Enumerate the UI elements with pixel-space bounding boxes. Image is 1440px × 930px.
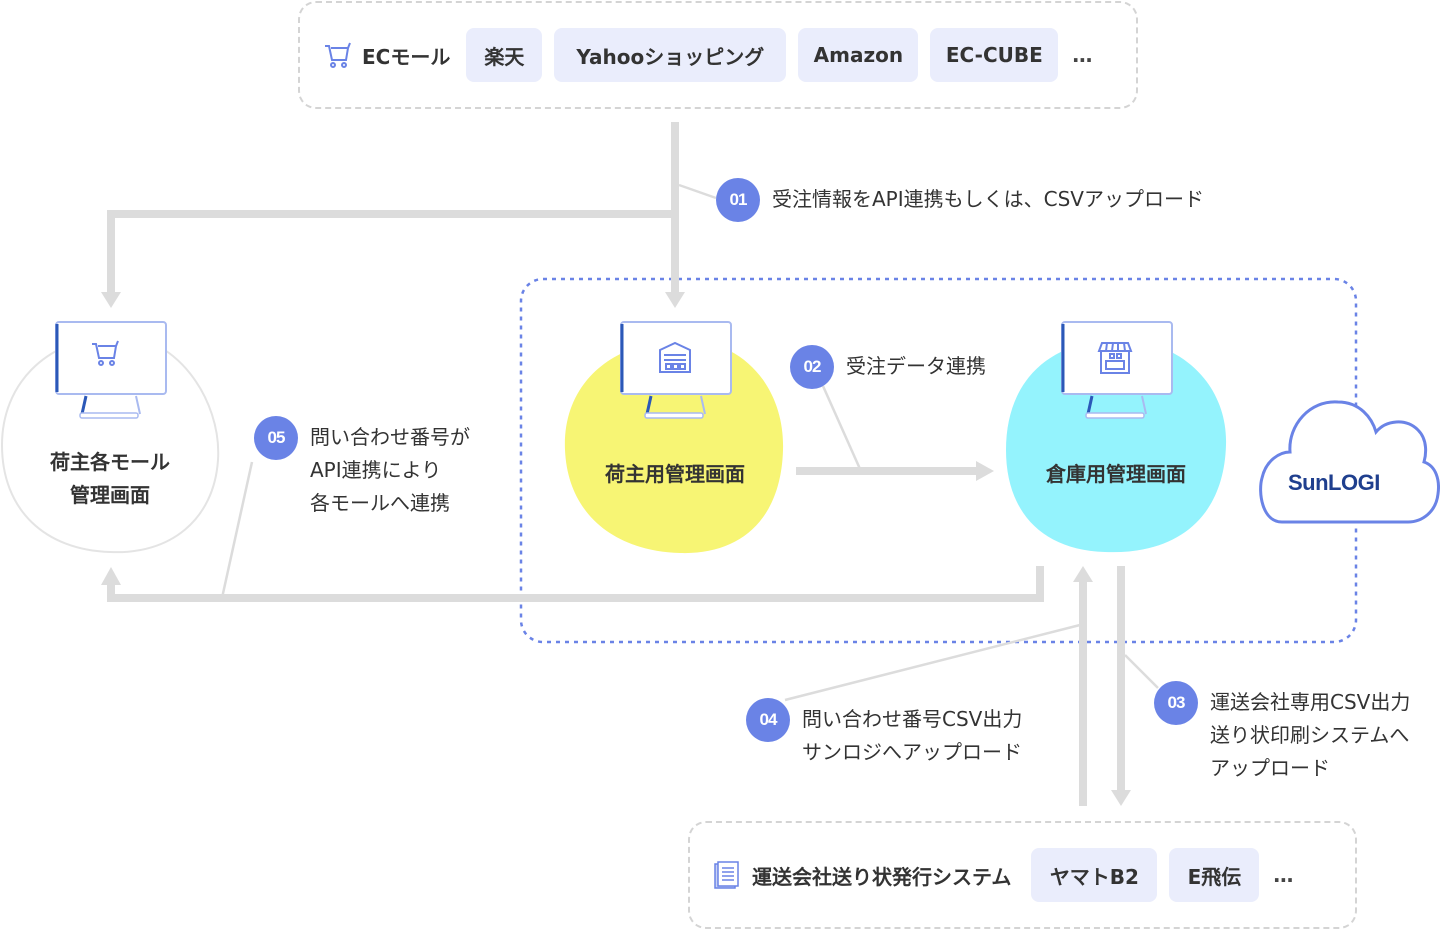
step-text: 受注データ連携: [846, 354, 986, 378]
chip-e-hiden: E飛伝: [1169, 848, 1260, 902]
step-02: 02 受注データ連携: [790, 345, 986, 389]
step-01: 01 受注情報をAPI連携もしくは、CSVアップロード: [716, 178, 1204, 222]
step-05: 05 問い合わせ番号が API連携により 各モールへ連携: [254, 416, 470, 520]
chip-yahoo: Yahooショッピング: [554, 28, 787, 82]
step-text: 問い合わせ番号CSV出力 サンロジへアップロード: [802, 707, 1023, 764]
leader-line-01: [678, 183, 717, 200]
step-badge: 01: [716, 178, 760, 222]
mall-admin-label: 荷主各モール 管理画面: [50, 450, 170, 507]
step-03: 03 運送会社専用CSV出力 送り状印刷システムへ アップロード: [1154, 681, 1410, 785]
ec-mall-title: ECモール: [362, 44, 451, 69]
carrier-system-row: 運送会社送り状発行システム ヤマトB2 E飛伝 …: [712, 848, 1293, 902]
step-badge: 05: [254, 416, 298, 460]
shipper-admin-label: 荷主用管理画面: [605, 462, 745, 486]
arrow-warehouse-to-mall-admin: [107, 566, 1044, 602]
monitor-icon: [1061, 321, 1173, 419]
ec-mall-row: ECモール 楽天 Yahooショッピング Amazon EC-CUBE …: [322, 28, 1092, 82]
arrowhead: [665, 292, 685, 308]
store-icon: [1097, 342, 1133, 374]
chip-amazon: Amazon: [798, 28, 919, 82]
leader-line-03: [1124, 654, 1159, 689]
monitor-icon: [620, 321, 732, 419]
arrowhead: [101, 292, 121, 308]
warehouse-icon: [659, 341, 691, 373]
leader-line-02: [821, 385, 862, 470]
chip-yamato-b2: ヤマトB2: [1031, 848, 1158, 902]
arrowhead: [1111, 790, 1131, 806]
cloud-icon: [1259, 400, 1440, 524]
arrow-ec-to-mall-admin: [107, 210, 679, 296]
carrier-system-group: [688, 821, 1357, 929]
arrowhead: [101, 567, 121, 585]
step-text: 受注情報をAPI連携もしくは、CSVアップロード: [772, 187, 1204, 211]
carrier-system-label: 運送会社送り状発行システム: [712, 860, 1011, 890]
step-text: 問い合わせ番号が API連携により 各モールへ連携: [310, 425, 470, 515]
chip-ec-cube: EC-CUBE: [930, 28, 1059, 82]
cart-icon: [92, 340, 119, 366]
arrowhead: [1073, 566, 1093, 582]
warehouse-admin-label: 倉庫用管理画面: [1046, 462, 1186, 486]
ec-mall-label: ECモール: [322, 40, 450, 70]
arrowhead: [976, 461, 994, 481]
leader-line-04: [784, 623, 1081, 702]
carrier-system-title: 運送会社送り状発行システム: [752, 864, 1012, 889]
chip-rakuten: 楽天: [466, 28, 543, 82]
sunlogi-logo: SunLOGI: [1288, 470, 1380, 495]
step-badge: 03: [1154, 681, 1198, 725]
step-text: 運送会社専用CSV出力 送り状印刷システムへ アップロード: [1210, 690, 1411, 780]
document-icon: [714, 861, 739, 889]
step-badge: 04: [746, 698, 790, 742]
cart-icon: [325, 42, 351, 68]
step-badge: 02: [790, 345, 834, 389]
step-04: 04 問い合わせ番号CSV出力 サンロジへアップロード: [746, 698, 1022, 769]
leader-line-05: [220, 461, 254, 599]
more-indicator: …: [1273, 863, 1294, 887]
ec-mall-group: [298, 1, 1138, 109]
more-indicator: …: [1072, 43, 1093, 67]
monitor-icon: [55, 321, 167, 419]
